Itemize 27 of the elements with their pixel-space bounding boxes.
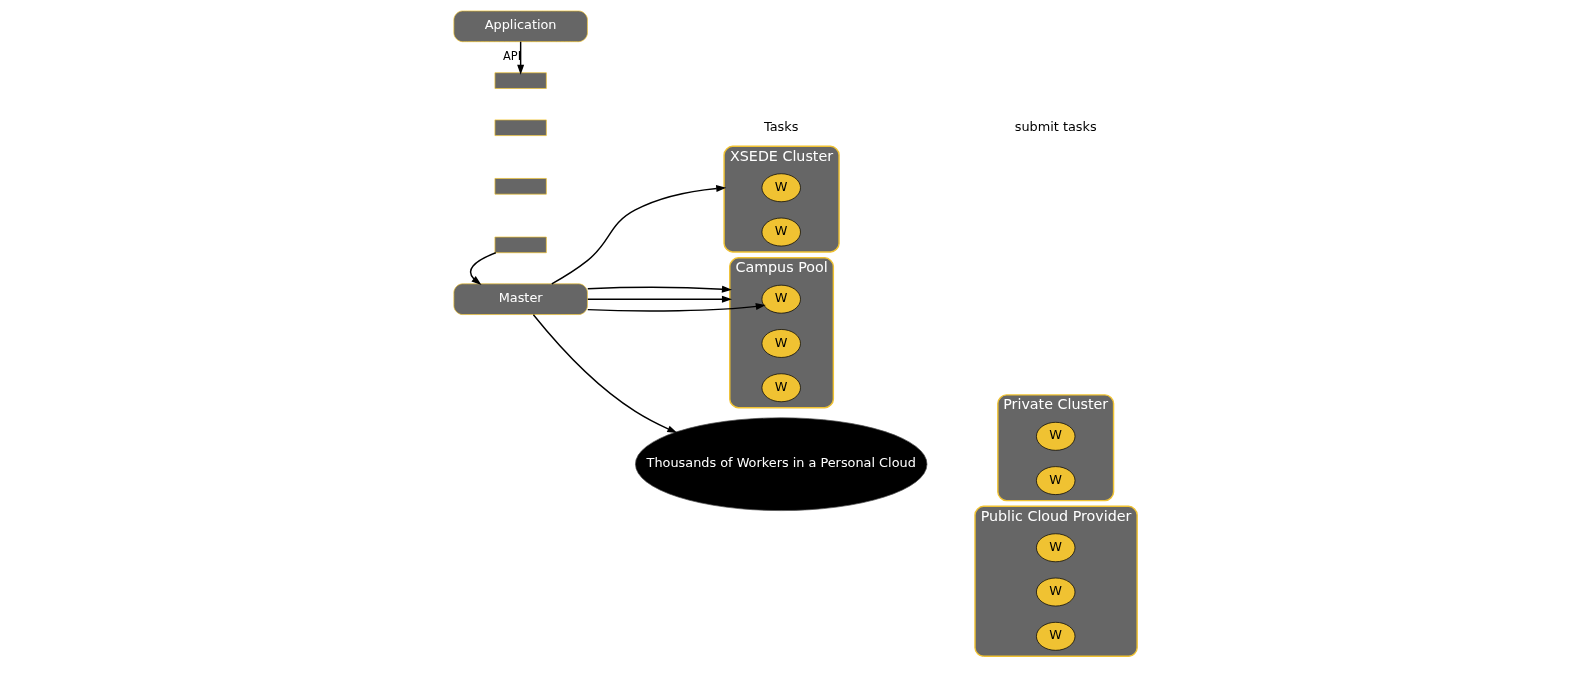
node-ellipse: W xyxy=(761,329,801,358)
arrow xyxy=(516,41,524,75)
node-ellipse: W xyxy=(761,217,801,247)
node-ellipse: W xyxy=(761,284,801,314)
label: Tasks xyxy=(763,118,798,134)
node-ellipse: W xyxy=(1035,421,1075,451)
arrow xyxy=(586,295,732,303)
arrow xyxy=(586,285,732,293)
node-ellipse: W xyxy=(1035,577,1075,607)
node-ellipse: W xyxy=(1035,466,1075,495)
node-ellipse: W xyxy=(761,373,801,403)
node-box xyxy=(494,72,547,89)
node-box: Application xyxy=(453,10,588,43)
node-box: Master xyxy=(453,283,588,315)
arrow xyxy=(586,303,766,312)
label: submit tasks xyxy=(1014,118,1097,134)
node-ellipse: W xyxy=(1035,621,1075,651)
node-ellipse: W xyxy=(761,173,801,203)
arrow xyxy=(550,185,726,285)
node-box xyxy=(494,236,547,254)
arrow xyxy=(532,314,677,433)
node-box xyxy=(494,119,547,136)
node-box xyxy=(494,178,547,195)
node-ellipse: W xyxy=(1035,533,1075,563)
edge-label: API xyxy=(502,48,521,63)
arrow xyxy=(469,252,496,286)
node-ellipse: Thousands of Workers in a Personal Cloud xyxy=(634,417,927,511)
